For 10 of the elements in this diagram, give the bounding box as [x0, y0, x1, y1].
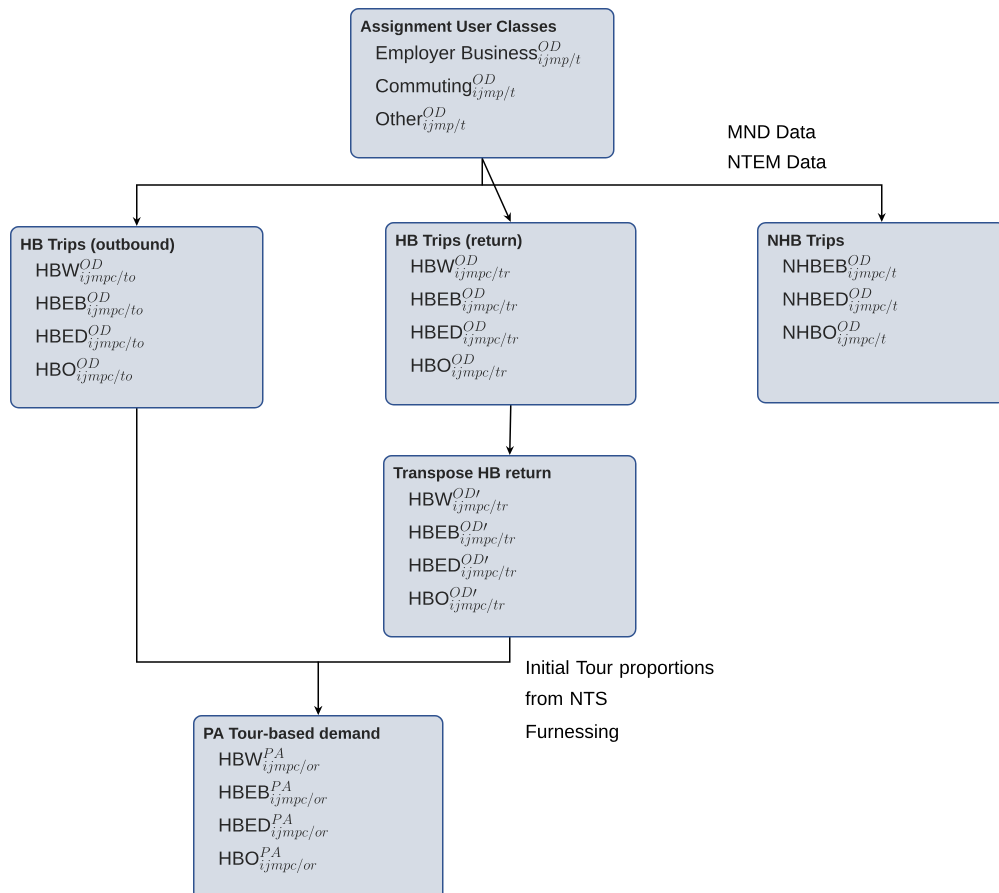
process-box: HB Trips (return) $\mathrm{HBW}^{OD}_{ijmpc/tr}$ $\mathrm{HBEB}^{OD}_{ijmpc/tr}$ $\mathrm{HBED}^{OD}_{ijmpc/tr}$ $\mathrm{HBO}^{OD}_{ijmpc/tr}$ — [385, 222, 636, 406]
process-box: PA Tour-based demand $\mathrm{HBW}^{PA}_{ijmpc/or}$ $\mathrm{HBEB}^{PA}_{ijmpc/or}$ $\mathrm{HBED}^{PA}_{ijmpc/or}$ $\mathrm{HBO}^{PA}_{ijmpc/or}$ — [193, 715, 444, 893]
note-label: Furnessing — [526, 724, 618, 742]
note-label: Initial Tour proportions from NTS — [525, 660, 714, 706]
note-label: NTEM Data — [728, 155, 826, 168]
process-box: Assignment User Classes $\mathrm{Employer\ Business}^{OD}_{ijmp/t}$ $\mathrm{Commuting}^{OD}_{ijmp/t}$ $\mathrm{Other}^{OD}_{ijmp/t}$ — [350, 8, 614, 158]
note-label: MND Data — [728, 125, 816, 138]
process-box: HB Trips (outbound) $\mathrm{HBW}^{OD}_{ijmpc/to}$ $\mathrm{HBEB}^{OD}_{ijmpc/to}$ $\mathrm{HBED}^{OD}_{ijmpc/to}$ $\mathrm{HBO}^{OD}_{ijmpc/to}$ — [10, 226, 264, 408]
process-box: NHB Trips $\mathrm{NHBEB}^{OD}_{ijmpc/t}$ $\mathrm{NHBED}^{OD}_{ijmpc/t}$ $\mathrm{NHBO}^{OD}_{ijmpc/t}$ — [757, 222, 999, 404]
process-box: Transpose HB return $\mathrm{HBW}^{OD\prime}_{ijmpc/tr}$ $\mathrm{HBEB}^{OD\prime}_{ijmpc/tr}$ $\mathrm{HBED}^{OD\prime}_{ijmpc/tr}$ $\mathrm{HBO}^{OD\prime}_{ijmpc/tr}$ — [383, 455, 636, 638]
